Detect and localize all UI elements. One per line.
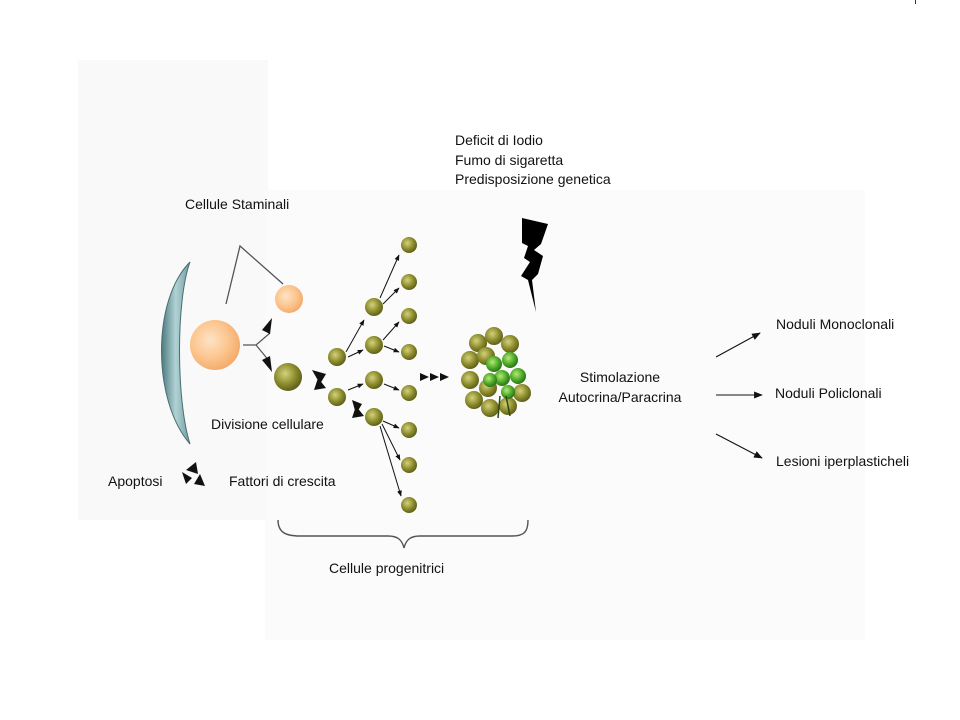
stem-cells-connector (225, 244, 284, 305)
division-arrow (314, 378, 326, 390)
branch-arrow (383, 345, 400, 353)
growth-factors-label: Fattori di crescita (229, 473, 336, 489)
progenitor-cell (401, 237, 417, 253)
stem-cell-large (190, 320, 240, 370)
outcome-monoclonal-label: Noduli Monoclonali (776, 316, 895, 332)
thyroid-nodule-cluster (461, 327, 531, 419)
progenitor-cell (401, 344, 417, 360)
outcome-polyclonal-label: Noduli Policlonali (775, 385, 882, 401)
division-arrow (352, 406, 364, 418)
progenitor-cell (328, 348, 346, 366)
progenitor-cell (365, 336, 383, 354)
branch-arrow (382, 420, 400, 429)
branch-arrow (345, 319, 365, 353)
branch-arrow (381, 423, 401, 461)
stem-cell-small (275, 285, 303, 313)
progenitor-cell (365, 298, 383, 316)
risk-factor-item: Fumo di sigaretta (455, 151, 564, 168)
division-arrow (352, 400, 362, 414)
outcome-arrow-monoclonal (715, 332, 761, 358)
progenitor-cell (401, 457, 417, 473)
risk-factor-item: Deficit di Iodio (455, 132, 543, 148)
branch-arrow (379, 425, 402, 497)
cell-division-label: Divisione cellulare (211, 416, 324, 432)
branch-arrow (347, 349, 364, 358)
branch-arrow (382, 321, 400, 341)
stem-cell-niche-membrane (161, 261, 191, 445)
branch-arrow (383, 383, 400, 391)
outcome-hyperplastic-label: Lesioni iperplasticheli (776, 453, 910, 469)
progenitor-cell (401, 385, 417, 401)
division-arrow-up (262, 318, 272, 334)
apoptosis-cycle-icon (182, 462, 205, 486)
backdrop-panel (265, 190, 865, 640)
progenitor-cells-label: Cellule progenitrici (329, 560, 445, 576)
risk-factor-item: Predisposizione genetica (455, 171, 611, 187)
risk-factors-list: Deficit di Iodio Fumo di sigaretta Predi… (455, 131, 611, 190)
outcome-arrow-hyperplastic (715, 433, 763, 459)
progenitor-cell-first (274, 363, 302, 391)
division-arrow (312, 370, 326, 384)
progenitor-cell (365, 408, 383, 426)
progression-arrows (420, 373, 449, 381)
division-arrow-down (262, 356, 272, 372)
progenitor-cell (328, 388, 346, 406)
stem-cells-label: Cellule Staminali (185, 196, 290, 212)
progenitor-brace (277, 519, 529, 549)
corner-tick (915, 0, 916, 4)
progenitor-cell (401, 497, 417, 513)
lightning-bolt-icon (521, 218, 548, 312)
branch-arrow (382, 287, 400, 305)
stimulation-line: Autocrina/Paracrina (558, 388, 682, 405)
progenitor-cell (401, 274, 417, 290)
progenitor-cell (401, 308, 417, 324)
stimulation-label: Stimolazione Autocrina/Paracrina (544, 368, 696, 407)
branch-arrow (347, 383, 364, 391)
stimulation-line: Stimolazione (579, 369, 661, 385)
branch-arrow (379, 254, 400, 299)
progenitor-cell (365, 371, 383, 389)
progenitor-cell (401, 422, 417, 438)
apoptosis-label: Apoptosi (108, 473, 163, 489)
